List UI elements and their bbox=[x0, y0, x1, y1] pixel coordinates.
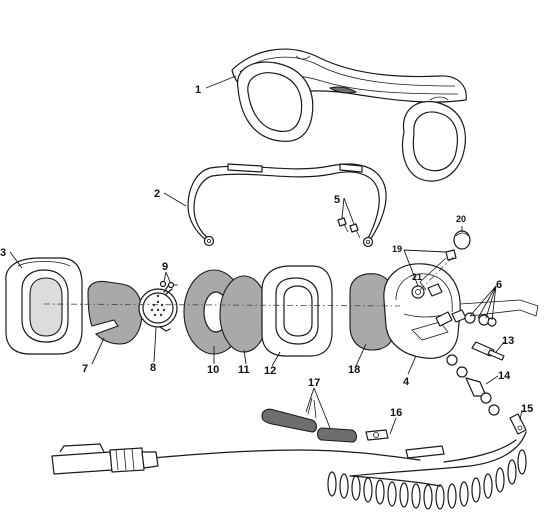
callout-5: 5 bbox=[334, 194, 340, 206]
cord-clip bbox=[365, 429, 445, 459]
headband-wire bbox=[187, 163, 387, 248]
ear-seal bbox=[5, 257, 83, 355]
head-strap bbox=[231, 48, 467, 182]
callout-3: 3 bbox=[0, 247, 6, 259]
callout-9: 9 bbox=[162, 261, 168, 273]
callout-7: 7 bbox=[82, 363, 88, 375]
callout-6: 6 bbox=[496, 279, 502, 291]
earphone-speaker bbox=[138, 285, 178, 332]
callout-13: 13 bbox=[502, 335, 514, 347]
screws bbox=[337, 217, 361, 239]
callout-18: 18 bbox=[348, 364, 360, 376]
assembly-axis bbox=[43, 253, 457, 307]
callout-15: 15 bbox=[521, 403, 533, 415]
callout-4: 4 bbox=[403, 376, 410, 388]
cord-cuffs bbox=[261, 397, 358, 443]
speaker-contacts bbox=[159, 280, 178, 289]
callout-2: 2 bbox=[154, 188, 160, 200]
leader-lines bbox=[9, 75, 523, 435]
callout-12: 12 bbox=[264, 365, 276, 377]
callout-10: 10 bbox=[207, 364, 219, 376]
inner-ear-seal bbox=[261, 265, 333, 357]
headset-cable bbox=[51, 431, 527, 510]
callout-14: 14 bbox=[498, 370, 511, 382]
callout-8: 8 bbox=[150, 362, 156, 374]
callout-19: 19 bbox=[392, 244, 402, 254]
ear-cup-assembly bbox=[383, 230, 539, 435]
callout-21: 21 bbox=[412, 272, 422, 282]
solid-foam-disk bbox=[219, 275, 269, 353]
callout-17: 17 bbox=[308, 377, 320, 389]
callout-16: 16 bbox=[390, 407, 402, 419]
foam-disk bbox=[87, 280, 143, 345]
callout-20: 20 bbox=[456, 214, 466, 224]
callout-1: 1 bbox=[195, 84, 201, 96]
callout-labels: 1 2 3 4 5 6 7 8 9 10 11 12 13 14 15 16 1… bbox=[0, 84, 533, 419]
callout-11: 11 bbox=[238, 364, 250, 376]
